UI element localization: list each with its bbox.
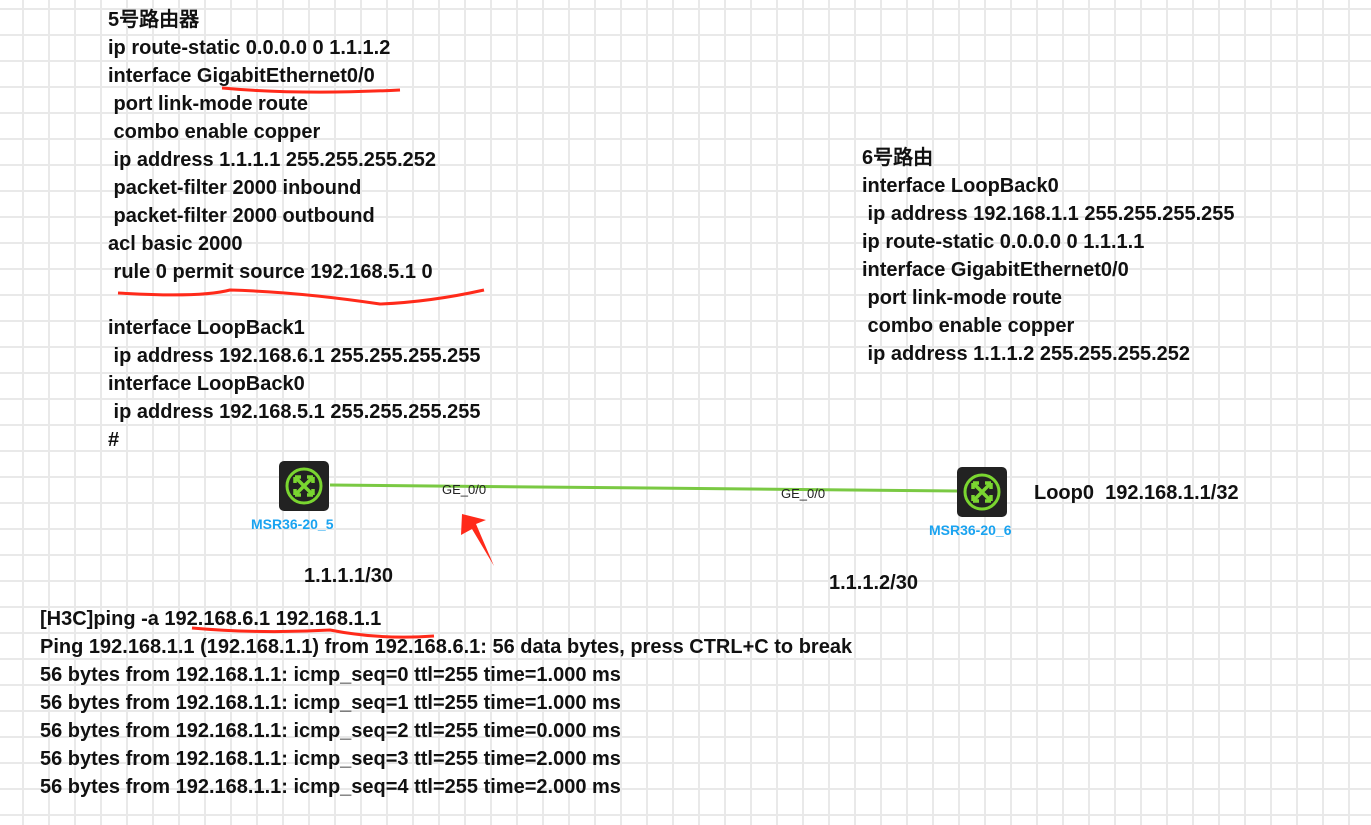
config-line: ip address 192.168.5.1 255.255.255.255 xyxy=(108,401,481,423)
config-line: interface GigabitEthernet0/0 xyxy=(108,65,375,87)
config-line: port link-mode route xyxy=(108,93,308,115)
config-line: interface LoopBack1 xyxy=(108,317,305,339)
router6-icon[interactable] xyxy=(957,467,1007,517)
router-cross-icon xyxy=(963,473,1001,511)
config-line: 5号路由器 xyxy=(108,9,200,31)
network-link[interactable] xyxy=(329,483,959,493)
red-underline xyxy=(117,288,485,306)
config-line: ip address 1.1.1.1 255.255.255.252 xyxy=(108,149,437,171)
router6-name: MSR36-20_6 xyxy=(929,522,1012,538)
router6-port: GE_0/0 xyxy=(781,486,826,501)
ping-line: 56 bytes from 192.168.1.1: icmp_seq=4 tt… xyxy=(40,776,621,798)
ping-line: Ping 192.168.1.1 (192.168.1.1) from 192.… xyxy=(40,636,853,658)
config-line: interface LoopBack0 xyxy=(862,175,1059,197)
red-arrow xyxy=(461,514,494,566)
router6-ip: 1.1.1.2/30 xyxy=(829,572,918,594)
config-line: 6号路由 xyxy=(862,147,934,169)
config-line: ip address 1.1.1.2 255.255.255.252 xyxy=(862,343,1191,365)
config-line: ip route-static 0.0.0.0 0 1.1.1.1 xyxy=(862,231,1145,253)
router5-config-part1: 5号路由器 ip route-static 0.0.0.0 0 1.1.1.2 in… xyxy=(108,6,436,286)
config-line: packet-filter 2000 inbound xyxy=(108,177,362,199)
ping-line: [H3C]ping -a 192.168.6.1 192.168.1.1 xyxy=(40,608,382,630)
router6-config: 6号路由 interface LoopBack0 ip address 192.1… xyxy=(862,144,1235,368)
router5-port: GE_0/0 xyxy=(442,482,487,497)
config-line: ip address 192.168.1.1 255.255.255.255 xyxy=(862,203,1235,225)
config-line: port link-mode route xyxy=(862,287,1062,309)
ping-line: 56 bytes from 192.168.1.1: icmp_seq=3 tt… xyxy=(40,748,621,770)
red-underline xyxy=(221,86,401,94)
config-line: # xyxy=(108,429,120,451)
config-line: combo enable copper xyxy=(862,315,1075,337)
config-line: ip address 192.168.6.1 255.255.255.255 xyxy=(108,345,481,367)
config-line: ip route-static 0.0.0.0 0 1.1.1.2 xyxy=(108,37,391,59)
config-line: interface GigabitEthernet0/0 xyxy=(862,259,1129,281)
config-line: combo enable copper xyxy=(108,121,321,143)
ping-line: 56 bytes from 192.168.1.1: icmp_seq=2 tt… xyxy=(40,720,621,742)
red-underline xyxy=(191,626,435,639)
router5-name: MSR36-20_5 xyxy=(251,516,334,532)
router5-config-part2: interface LoopBack1 ip address 192.168.6… xyxy=(108,314,481,454)
config-line: acl basic 2000 xyxy=(108,233,243,255)
router5-ip: 1.1.1.1/30 xyxy=(304,565,393,587)
ping-line: 56 bytes from 192.168.1.1: icmp_seq=0 tt… xyxy=(40,664,621,686)
router5-icon[interactable] xyxy=(279,461,329,511)
config-line: rule 0 permit source 192.168.5.1 0 xyxy=(108,261,433,283)
router6-loopback: Loop0 192.168.1.1/32 xyxy=(1034,482,1239,504)
router-cross-icon xyxy=(285,467,323,505)
config-line: packet-filter 2000 outbound xyxy=(108,205,375,227)
ping-line: 56 bytes from 192.168.1.1: icmp_seq=1 tt… xyxy=(40,692,621,714)
config-line: interface LoopBack0 xyxy=(108,373,305,395)
